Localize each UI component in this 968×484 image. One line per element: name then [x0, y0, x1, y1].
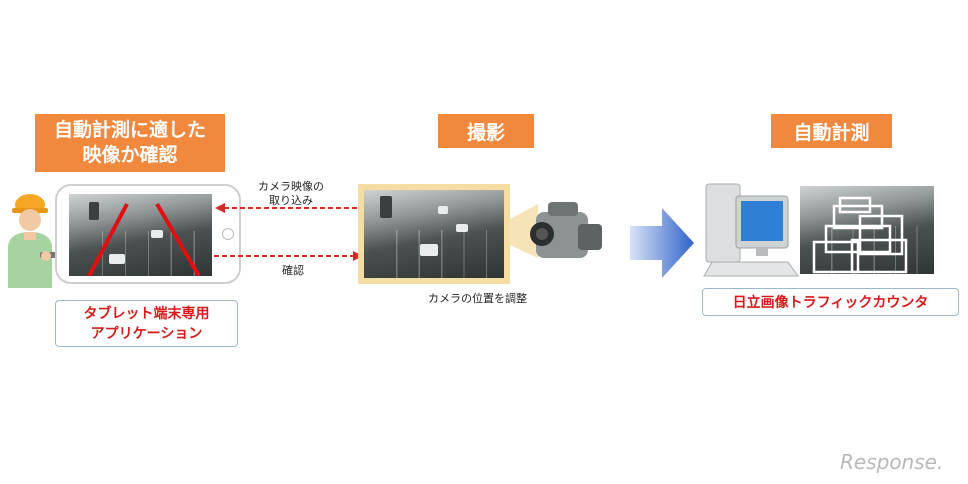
step-title-shoot: 撮影 [438, 114, 534, 148]
source-credit: Response. [840, 450, 943, 474]
tablet-screen-video [69, 194, 212, 276]
traffic-counter-label: 日立画像トラフィックカウンタ [702, 288, 959, 316]
step-title-check-line2: 映像か確認 [54, 143, 206, 168]
desktop-computer-icon [702, 176, 800, 282]
detection-boxes [800, 186, 934, 274]
captured-video-image [364, 190, 504, 278]
flow-arrow-icon [630, 208, 694, 278]
step-title-check-line1: 自動計測に適した [54, 118, 206, 143]
confirm-caption: 確認 [282, 262, 304, 278]
camera-feed-caption-line1: カメラ映像の [258, 180, 324, 194]
tablet-icon [55, 184, 241, 284]
traffic-counter-image [800, 186, 934, 274]
confirm-arrow [214, 250, 364, 262]
captured-video-frame [358, 184, 510, 284]
step-title-auto-measure: 自動計測 [771, 114, 892, 148]
camera-adjust-caption: カメラの位置を調整 [428, 290, 527, 306]
step-title-check: 自動計測に適した 映像か確認 [35, 114, 225, 172]
camcorder-icon [508, 198, 608, 274]
tablet-app-label: タブレット端末専用 アプリケーション [55, 300, 238, 347]
tablet-home-button [222, 228, 234, 240]
tablet-app-label-line1: タブレット端末専用 [84, 304, 210, 324]
tablet-app-label-line2: アプリケーション [84, 324, 210, 344]
camera-feed-arrow [214, 202, 364, 214]
